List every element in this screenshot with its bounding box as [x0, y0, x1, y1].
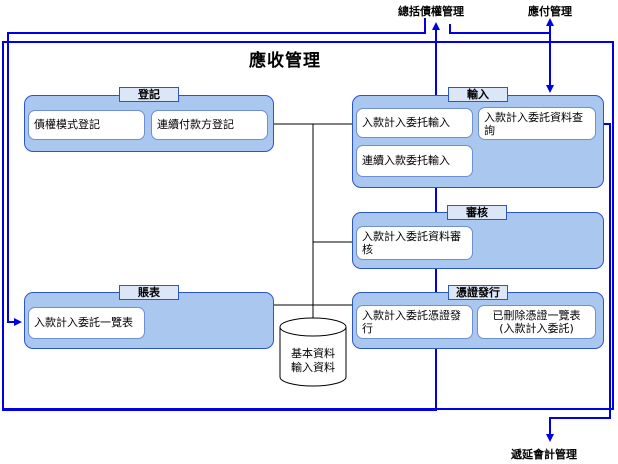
database-label: 基本資料 輸入資料 [279, 347, 347, 375]
review-panel-title: 審核 [447, 205, 507, 220]
credit-entry-review-button[interactable]: 入款計入委託資料審核 [356, 226, 473, 260]
continuous-credit-input-button[interactable]: 連續入款委托輸入 [356, 145, 473, 177]
internal-bus [274, 123, 352, 318]
database-icon [279, 317, 347, 387]
voucher-panel-title: 憑證發行 [448, 285, 508, 300]
credit-entry-query-button[interactable]: 入款計入委託資料查詢 [478, 107, 596, 140]
database-basic-data: 基本資料 [291, 347, 335, 360]
external-payables-label: 應付管理 [528, 5, 572, 18]
flow-total-claims-to-report [7, 18, 426, 326]
page-title: 應收管理 [249, 51, 321, 71]
deleted-voucher-list-label: 已刪除憑證一覽表 [492, 309, 581, 322]
external-total-claims-label: 總括債權管理 [398, 5, 464, 18]
debt-mode-register-button[interactable]: 債權模式登記 [28, 110, 145, 140]
credit-entry-input-button[interactable]: 入款計入委托輸入 [356, 108, 473, 138]
continuous-payer-register-button[interactable]: 連續付款方登記 [151, 110, 268, 140]
credit-voucher-issue-button[interactable]: 入款計入委託憑證發行 [356, 305, 473, 339]
flow-payables-link [449, 24, 550, 34]
credit-entry-list-button[interactable]: 入款計入委託一覽表 [28, 307, 145, 339]
database-input-data: 輸入資料 [291, 361, 335, 374]
external-deferred-accounting-label: 遞延會計管理 [511, 448, 577, 461]
register-panel-title: 登記 [119, 87, 179, 102]
input-panel-title: 輸入 [448, 87, 508, 102]
deleted-voucher-list-button[interactable]: 已刪除憑證一覽表 (入款計入委託) [477, 305, 596, 339]
deleted-voucher-list-sublabel: (入款計入委託) [499, 322, 574, 335]
flow-to-deferred-accounting [546, 123, 611, 442]
report-panel-title: 賬表 [119, 285, 179, 300]
